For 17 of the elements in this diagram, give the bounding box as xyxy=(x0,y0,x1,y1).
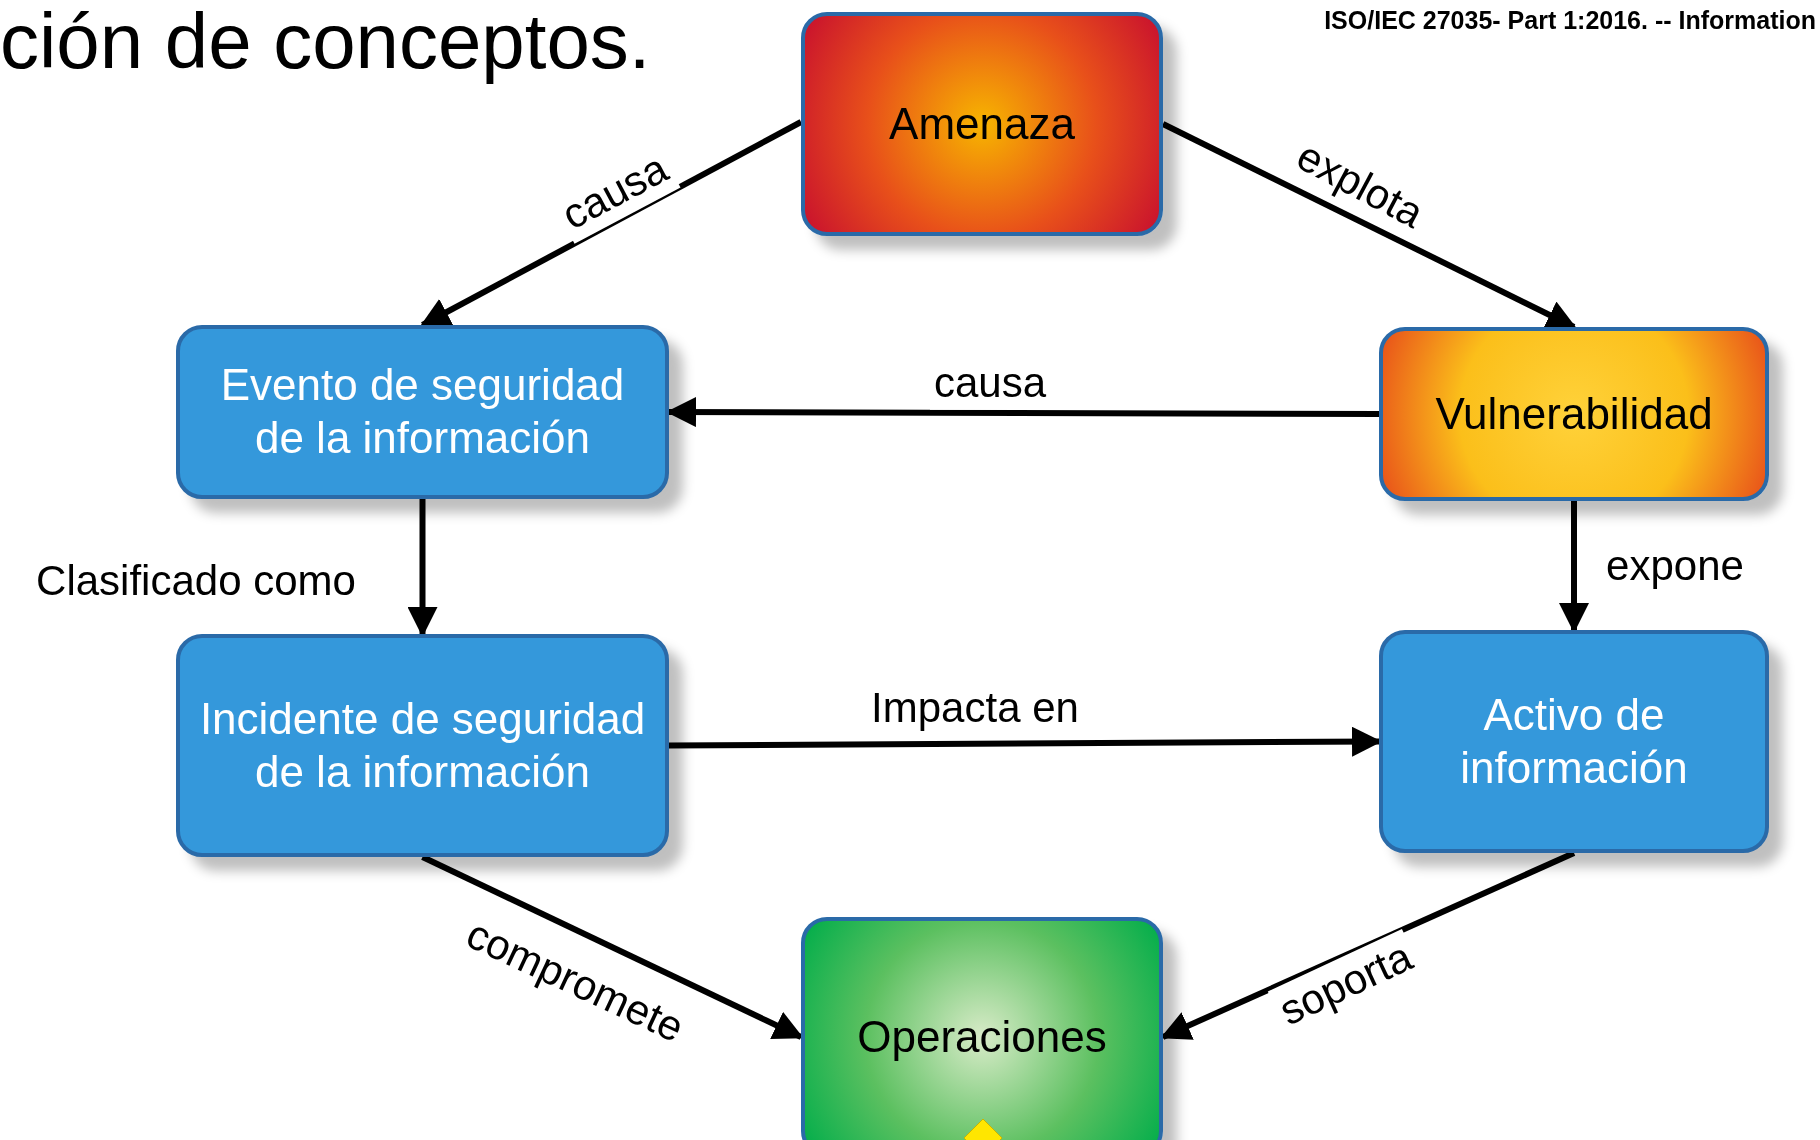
event-box xyxy=(176,325,669,499)
source-citation: ISO/IEC 27035- Part 1:2016. -- Information xyxy=(1324,5,1816,36)
arrow xyxy=(407,499,438,637)
node-label: Incidente de seguridad de la información xyxy=(198,692,647,798)
incident-box xyxy=(176,634,669,857)
threat-box xyxy=(801,12,1163,236)
vulnerability-box xyxy=(1379,327,1769,501)
arrow xyxy=(1559,501,1589,633)
node-label: Activo de información xyxy=(1459,688,1689,794)
node-label: Amenaza xyxy=(888,97,1076,150)
arrow xyxy=(419,119,803,328)
operations-box xyxy=(801,917,1163,1140)
node-label: Vulnerabilidad xyxy=(1434,387,1714,440)
asset-box xyxy=(1379,630,1769,853)
node-label: Operaciones xyxy=(856,1010,1108,1063)
node-label: Evento de seguridad de la información xyxy=(219,359,626,464)
arrow xyxy=(1161,121,1577,330)
